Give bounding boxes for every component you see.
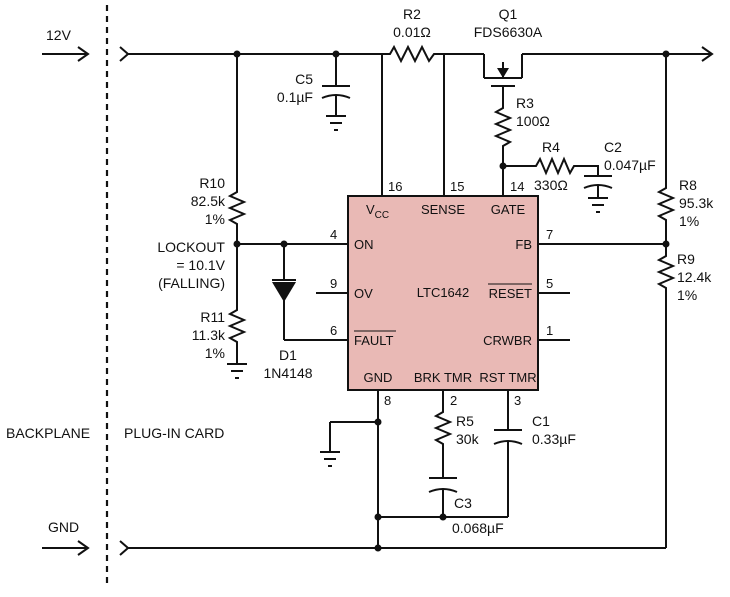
sense-pin-label: SENSE xyxy=(421,202,465,217)
reset-pin-number: 5 xyxy=(546,276,553,291)
ov-pin-number: 9 xyxy=(330,276,337,291)
r10-ref: R10 xyxy=(199,175,225,191)
ground-input-arrow xyxy=(42,540,90,556)
r8-ref: R8 xyxy=(679,177,697,193)
r10-value: 82.5k xyxy=(191,193,226,209)
backplane-label: BACKPLANE xyxy=(6,425,90,441)
brktmr-pin-label: BRK TMR xyxy=(414,370,472,385)
r10-tolerance: 1% xyxy=(205,211,225,227)
reset-pin-label: RESET xyxy=(489,286,532,301)
r4-value: 330Ω xyxy=(534,177,568,193)
r8-value: 95.3k xyxy=(679,195,714,211)
ic-name: LTC1642 xyxy=(417,285,470,300)
r5-value: 30k xyxy=(456,431,480,447)
r10-resistor xyxy=(227,50,247,244)
c3-ref: C3 xyxy=(454,495,472,511)
fault-pin-label: FAULT xyxy=(354,333,394,348)
r11-value: 11.3k xyxy=(192,327,226,343)
lockout-falling: (FALLING) xyxy=(158,275,225,291)
r9-resistor xyxy=(656,244,676,548)
plug-in-card-label: PLUG-IN CARD xyxy=(124,425,224,441)
vcc-pin-number: 16 xyxy=(388,179,402,194)
r11-tolerance: 1% xyxy=(205,345,225,361)
r11-ref: R11 xyxy=(200,309,225,325)
gnd-pin-label: GND xyxy=(364,370,393,385)
lockout-voltage: = 10.1V xyxy=(176,257,225,273)
c2-value: 0.047µF xyxy=(604,157,656,173)
c5-ref: C5 xyxy=(295,71,313,87)
q1-ref: Q1 xyxy=(499,6,518,22)
r8-resistor xyxy=(656,50,676,244)
r2-resistor xyxy=(381,44,445,196)
ov-pin-label: OV xyxy=(354,286,373,301)
rsttmr-pin-label: RST TMR xyxy=(479,370,536,385)
r11-resistor xyxy=(227,244,247,379)
q1-mosfet xyxy=(483,54,523,100)
d1-value: 1N4148 xyxy=(263,365,312,381)
c5-value: 0.1µF xyxy=(277,89,313,105)
supply-input-arrow xyxy=(42,46,90,62)
q1-value: FDS6630A xyxy=(474,24,543,40)
fb-pin-label: FB xyxy=(515,237,532,252)
r9-value: 12.4k xyxy=(677,269,712,285)
on-pin-label: ON xyxy=(354,237,374,252)
fault-pin-number: 6 xyxy=(330,323,337,338)
d1-diode xyxy=(272,244,348,341)
on-pin-number: 4 xyxy=(330,227,337,242)
r9-tolerance: 1% xyxy=(677,287,697,303)
brktmr-pin-number: 2 xyxy=(450,393,457,408)
sense-pin-number: 15 xyxy=(450,179,464,194)
r9-ref: R9 xyxy=(677,251,695,267)
fb-node xyxy=(538,240,670,248)
r2-value: 0.01Ω xyxy=(393,24,431,40)
c3-value: 0.068µF xyxy=(452,520,504,536)
r3-value: 100Ω xyxy=(516,113,550,129)
r2-ref: R2 xyxy=(403,6,421,22)
ltc1642-ic-body xyxy=(347,195,539,391)
r5-resistor xyxy=(433,390,453,478)
rsttmr-pin-number: 3 xyxy=(514,393,521,408)
gate-pin-label: GATE xyxy=(491,202,526,217)
ground-net-label: GND xyxy=(48,519,79,535)
gnd-pin-wire xyxy=(320,390,382,552)
supply-net-label: 12V xyxy=(46,27,72,43)
vcc-pin-label: VCC xyxy=(366,202,389,221)
lockout-label: LOCKOUT xyxy=(157,239,225,255)
c3-capacitor xyxy=(428,477,458,521)
crwbr-pin-number: 1 xyxy=(546,323,553,338)
fb-pin-number: 7 xyxy=(546,227,553,242)
gnd-pin-number: 8 xyxy=(384,393,391,408)
r4-resistor xyxy=(499,156,599,176)
r3-ref: R3 xyxy=(516,95,534,111)
d1-ref: D1 xyxy=(279,347,297,363)
r5-ref: R5 xyxy=(456,413,474,429)
c2-capacitor xyxy=(583,175,613,213)
crwbr-pin-label: CRWBR xyxy=(483,333,532,348)
ground-rail xyxy=(119,540,666,556)
c2-ref: C2 xyxy=(604,139,622,155)
gate-pin-number: 14 xyxy=(510,179,524,194)
c1-value: 0.33µF xyxy=(532,431,576,447)
c1-capacitor xyxy=(493,390,523,517)
r8-tolerance: 1% xyxy=(679,213,699,229)
c1-ref: C1 xyxy=(532,413,550,429)
supply-rail xyxy=(119,46,714,62)
c5-capacitor xyxy=(321,50,351,131)
r4-ref: R4 xyxy=(542,139,560,155)
r3-resistor xyxy=(493,100,513,196)
